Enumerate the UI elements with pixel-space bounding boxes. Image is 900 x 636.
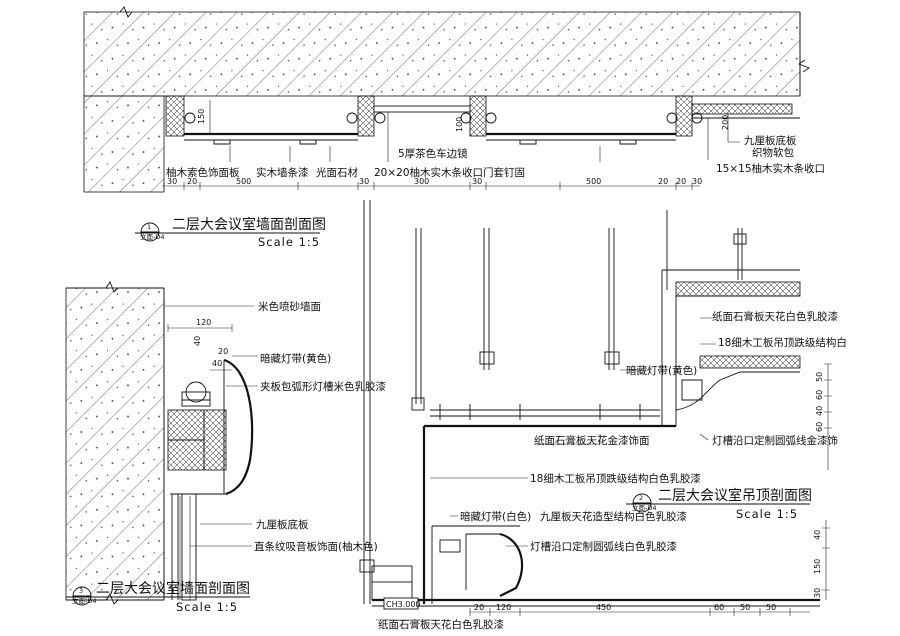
label-b1: 米色喷砂墙面 <box>258 300 321 313</box>
ceiling-joist-1 <box>675 281 801 297</box>
dim-b4: 20 <box>218 347 228 356</box>
label-c10: 纸面石膏板天花白色乳胶漆 <box>378 618 504 631</box>
section-b-title: 二层大会议室墙面剖面图 <box>96 580 250 597</box>
batten-1 <box>167 409 205 441</box>
label-a2: 实木墙条漆 <box>256 166 309 179</box>
section-c-scale: Scale 1:5 <box>736 507 798 521</box>
section-a-title: 二层大会议室墙面剖面图 <box>172 216 326 233</box>
svg-text:立面-D4: 立面-D4 <box>72 596 97 605</box>
dim-c-h1: 20 <box>474 603 484 612</box>
svg-text:立面-D4: 立面-D4 <box>140 232 165 241</box>
dim-a2: 20 <box>187 177 197 186</box>
label-c8: 九厘板天花造型结构白色乳胶漆 <box>540 510 687 523</box>
svg-text:3: 3 <box>79 587 83 595</box>
section-a-scale: Scale 1:5 <box>258 235 320 249</box>
dim-a6: 300 <box>414 177 429 186</box>
label-b5: 直条纹吸音板饰面(柚木色) <box>254 540 378 553</box>
ceiling-level: CH3.000 <box>386 600 421 609</box>
label-c3: 暗藏灯带(黄色) <box>626 364 697 377</box>
post-4 <box>675 95 693 137</box>
batten-2 <box>167 439 205 471</box>
section-b-scale: Scale 1:5 <box>176 600 238 614</box>
label-b4: 九厘板底板 <box>256 518 309 531</box>
svg-text:立面-D4: 立面-D4 <box>632 503 657 512</box>
section-b-title-tag: 3 立面-D4 <box>72 586 97 606</box>
post-1 <box>165 95 185 137</box>
ceiling-joist-2 <box>699 355 801 369</box>
dim-a3: 500 <box>236 177 251 186</box>
dim-a8: 500 <box>586 177 601 186</box>
label-a7: 织物软包 <box>752 146 794 159</box>
dim-c-h5: 50 <box>740 603 750 612</box>
dim-c-h3: 450 <box>596 603 611 612</box>
section-a: 150 100 200 柚木索色饰面板 实木墙条漆 光面石材 20×20柚木实木… <box>83 6 825 249</box>
soft-pack-panel <box>691 103 793 115</box>
label-b3: 夹板包弧形灯槽米色乳胶漆 <box>260 380 386 393</box>
dim-a1: 30 <box>167 177 177 186</box>
concrete-wall <box>65 287 165 601</box>
dim-b2: 40 <box>212 359 222 368</box>
dim-c-v2: 60 <box>815 390 824 400</box>
section-c: 50 60 40 60 40 150 30 20 120 450 60 50 5… <box>359 200 847 631</box>
label-a1: 柚木索色饰面板 <box>166 166 240 179</box>
concrete-column <box>83 95 165 193</box>
dim-c-v6: 150 <box>813 559 822 574</box>
svg-text:2: 2 <box>639 494 643 502</box>
dim-a10: 30 <box>692 177 702 186</box>
post-2 <box>357 95 375 137</box>
label-a6: 九厘板底板 <box>744 134 797 147</box>
label-a3: 光面石材 <box>316 166 358 179</box>
label-c9: 灯槽沿口定制圆弧线白色乳胶漆 <box>530 540 677 553</box>
post-3 <box>469 95 487 137</box>
dim-c-h6: 50 <box>766 603 776 612</box>
label-c6: 18细木工板吊顶跌级结构白色乳胶漆 <box>530 472 701 485</box>
dim-b3: 40 <box>193 336 202 346</box>
section-c-title: 二层大会议室吊顶剖面图 <box>658 487 812 504</box>
dim-a9: 20 <box>676 177 686 186</box>
label-b2: 暗藏灯带(黄色) <box>260 352 331 365</box>
label-a8: 15×15柚木实木条收口 <box>716 162 825 175</box>
dim-c-v5: 40 <box>813 530 822 540</box>
dim-c-v1: 50 <box>815 372 824 382</box>
section-c-title-tag: 2 立面-D4 <box>632 493 657 513</box>
dim-b1: 120 <box>196 318 211 327</box>
label-a5: 5厚茶色车边镜 <box>398 147 468 160</box>
light-fixture-icon <box>181 381 211 407</box>
section-b: 120 40 40 20 米色喷砂墙面 暗藏灯带(黄色) 夹板包弧形灯槽米色乳胶… <box>65 281 386 614</box>
dim-c-v7: 30 <box>813 588 822 598</box>
label-c2: 18细木工板吊顶跌级结构白 <box>718 336 847 349</box>
dim-c-v4: 60 <box>815 422 824 432</box>
label-c5: 灯槽沿口定制圆弧线金漆饰 <box>712 434 838 447</box>
dim-v3: 200 <box>721 115 730 130</box>
concrete-slab <box>83 11 801 97</box>
svg-text:1: 1 <box>147 223 151 231</box>
label-a4: 20×20柚木实木条收口门套钉固 <box>374 166 525 179</box>
dim-v1: 150 <box>197 109 206 124</box>
dim-a5: 30 <box>472 177 482 186</box>
dim-c-h4: 60 <box>714 603 724 612</box>
dim-a4: 30 <box>359 177 369 186</box>
bolt-icon <box>184 112 703 124</box>
section-a-title-tag: 1 立面-D4 <box>140 222 165 242</box>
dim-v2: 100 <box>455 117 464 132</box>
dim-a7: 20 <box>658 177 668 186</box>
label-c4: 纸面石膏板天花金漆饰面 <box>534 434 650 447</box>
label-c1: 纸面石膏板天花白色乳胶漆 <box>712 310 838 323</box>
dim-c-h2: 120 <box>496 603 511 612</box>
batten-3 <box>203 409 227 471</box>
label-c7: 暗藏灯带(白色) <box>460 510 531 523</box>
dim-c-v3: 40 <box>815 406 824 416</box>
